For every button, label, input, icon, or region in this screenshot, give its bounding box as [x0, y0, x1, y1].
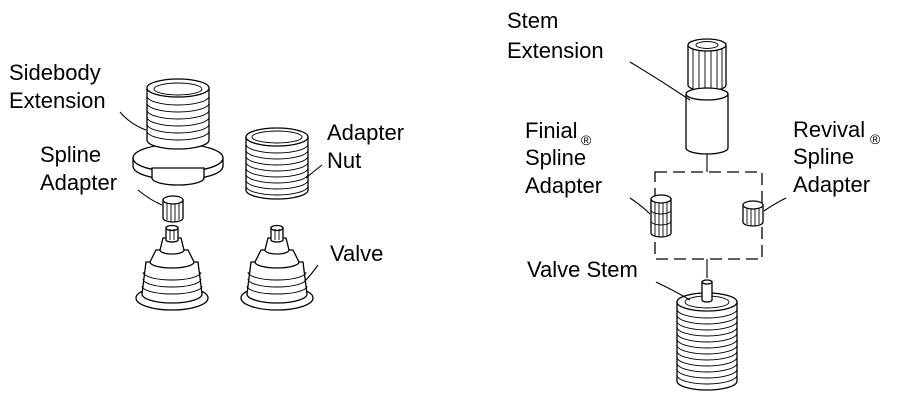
svg-text:Sidebody: Sidebody — [9, 60, 101, 85]
svg-text:®: ® — [870, 131, 881, 147]
svg-text:Spline: Spline — [40, 142, 101, 167]
svg-text:Nut: Nut — [327, 148, 361, 173]
valve-stem-label: Valve Stem — [527, 257, 638, 282]
svg-text:Finial: Finial — [525, 118, 578, 143]
adapter-nut-icon — [245, 127, 309, 200]
spline-adapter-label: Spline Adapter — [40, 142, 117, 195]
sidebody-extension-icon — [132, 78, 224, 186]
svg-text:Stem: Stem — [507, 8, 558, 33]
svg-text:Spline: Spline — [793, 144, 854, 169]
stem-extension-label: Stem Extension — [507, 8, 604, 63]
svg-text:Valve: Valve — [330, 241, 383, 266]
svg-text:Spline: Spline — [525, 145, 586, 170]
valve-stem-body-icon — [676, 279, 738, 391]
svg-text:Valve Stem: Valve Stem — [527, 257, 638, 282]
spline-adapter-icon — [162, 195, 184, 223]
svg-text:®: ® — [581, 132, 592, 148]
revival-spline-adapter-icon — [742, 200, 764, 227]
svg-text:Extension: Extension — [9, 88, 106, 113]
svg-text:Revival: Revival — [793, 117, 865, 142]
stem-extension-icon — [685, 38, 729, 172]
valve-left-icon — [135, 224, 209, 311]
svg-text:Adapter: Adapter — [40, 170, 117, 195]
valve-label: Valve — [330, 241, 383, 266]
finial-spline-adapter-label: Finial ® Spline Adapter — [525, 118, 602, 198]
svg-text:Adapter: Adapter — [793, 172, 870, 197]
svg-text:Extension: Extension — [507, 38, 604, 63]
revival-spline-adapter-label: Revival ® Spline Adapter — [793, 117, 881, 197]
finial-spline-adapter-icon — [650, 194, 672, 238]
valve-right-icon — [240, 224, 314, 311]
svg-text:Adapter: Adapter — [525, 173, 602, 198]
sidebody-extension-label: Sidebody Extension — [9, 60, 106, 113]
leader-lines — [119, 61, 787, 301]
adapter-nut-label: Adapter Nut — [327, 120, 404, 173]
svg-text:Adapter: Adapter — [327, 120, 404, 145]
